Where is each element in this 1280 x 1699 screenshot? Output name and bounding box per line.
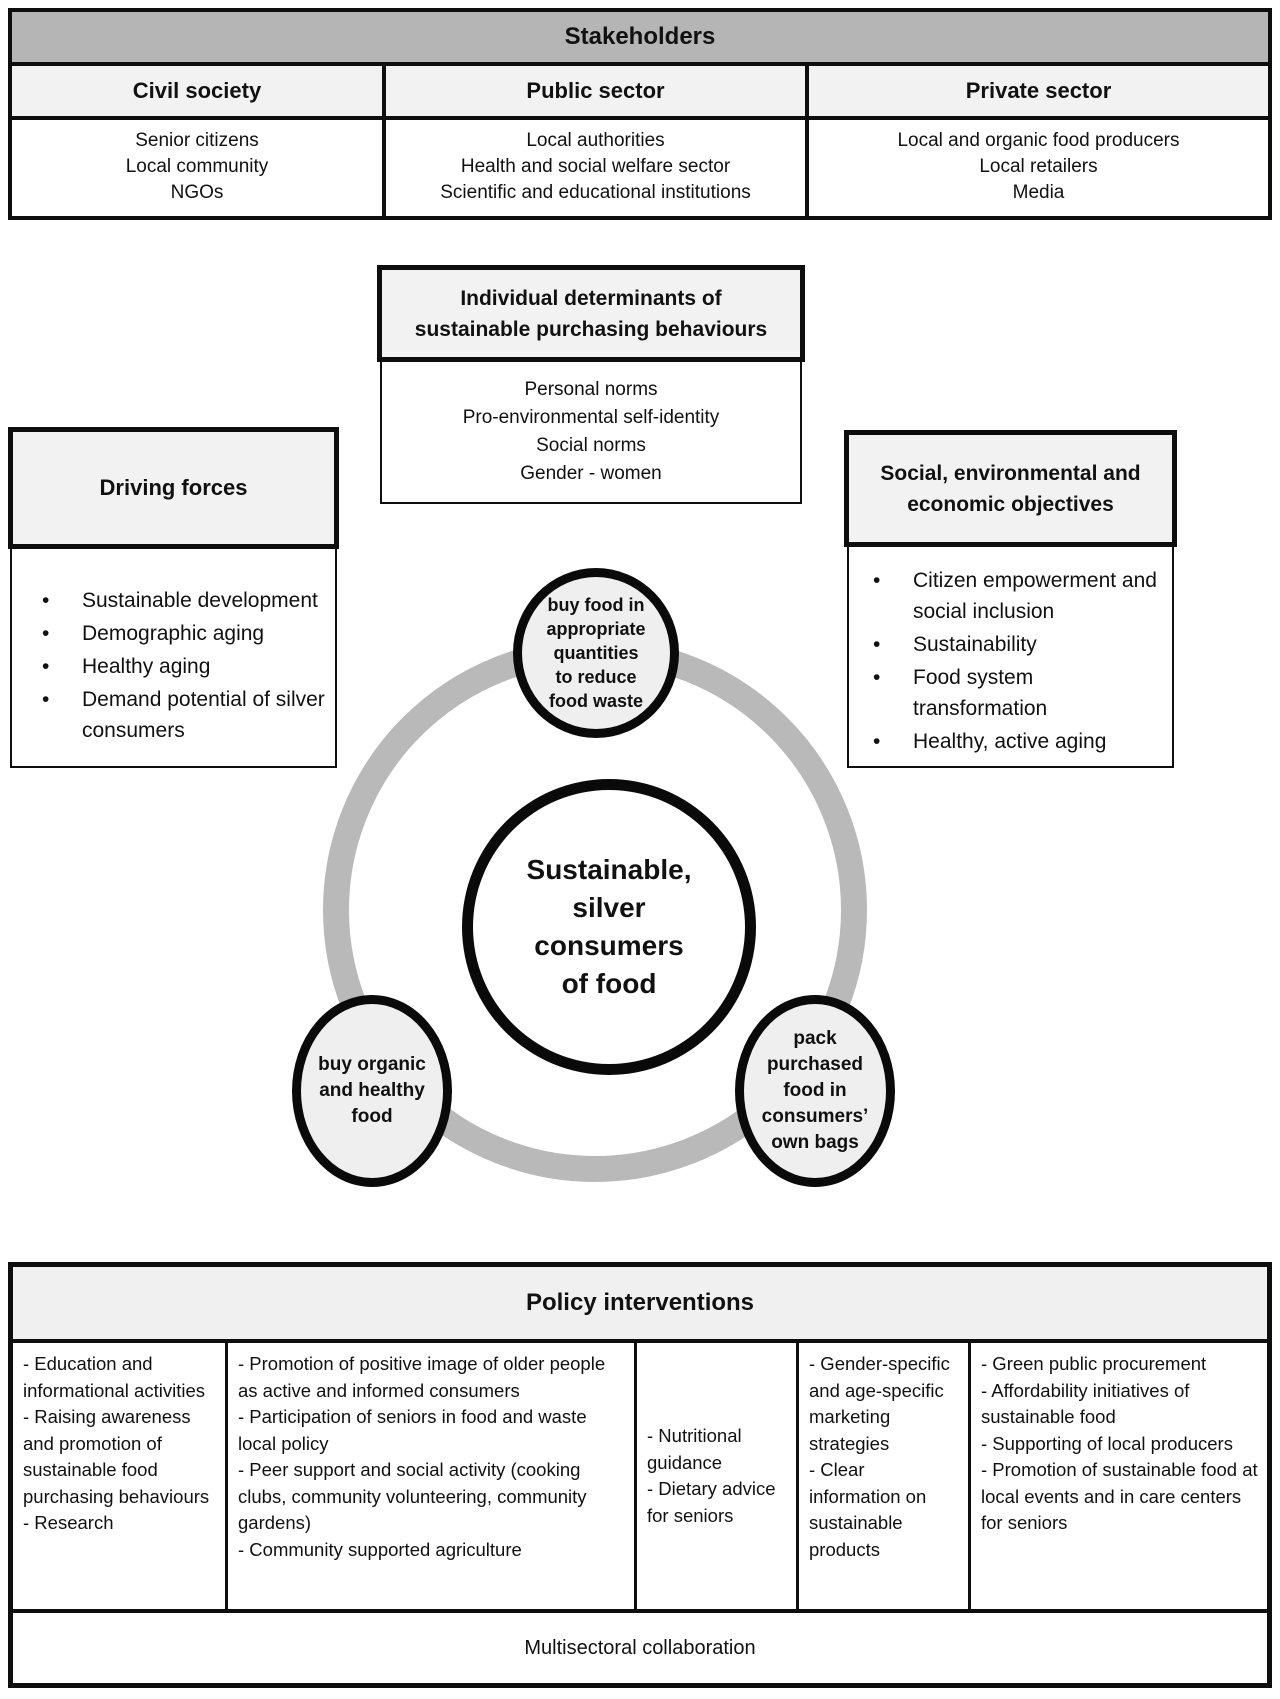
bullet-icon: • — [42, 589, 50, 612]
determinants-title: Individual determinants of sustainable p… — [414, 286, 768, 341]
policy-interventions-table: Policy interventions - Education and inf… — [8, 1262, 1272, 1688]
determinants-list: Personal norms Pro-environmental self-id… — [462, 379, 720, 484]
bullet-icon: • — [42, 622, 50, 645]
behaviour-right-label: pack purchased food in consumers’ own ba… — [761, 1028, 869, 1153]
group-name-public-sector: Public sector — [382, 66, 805, 120]
behaviour-circle-left: buy organic and healthy food — [292, 995, 452, 1187]
objectives-body: •Citizen empowerment and social inclusio… — [847, 545, 1174, 768]
determinants-body: Personal norms Pro-environmental self-id… — [380, 360, 802, 504]
list-item: •Food system transformation — [867, 662, 1168, 724]
list-item: •Sustainable development — [36, 585, 329, 616]
driving-forces-body: •Sustainable development •Demographic ag… — [10, 547, 337, 768]
policy-column-education: - Education and informational activities… — [23, 1353, 210, 1533]
list-item: •Demand potential of silver consumers — [36, 684, 329, 746]
members-public-sector: Local authorities Health and social welf… — [382, 120, 805, 216]
bullet-icon: • — [873, 633, 881, 656]
stakeholders-table: Stakeholders Civil society Public sector… — [8, 8, 1272, 220]
stakeholders-title: Stakeholders — [12, 12, 1268, 66]
center-circle-label: Sustainable, silver consumers of food — [526, 854, 692, 999]
members-private-sector: Local and organic food producers Local r… — [805, 120, 1268, 216]
bullet-icon: • — [873, 569, 881, 592]
behaviour-circle-right: pack purchased food in consumers’ own ba… — [735, 995, 895, 1187]
driving-forces-list: •Sustainable development •Demographic ag… — [36, 585, 329, 746]
driving-forces-header: Driving forces — [8, 427, 339, 549]
policy-columns: - Education and informational activities… — [13, 1343, 1267, 1609]
behaviour-circle-top: buy food in appropriate quantities to re… — [513, 568, 679, 738]
stakeholder-group-members: Senior citizens Local community NGOs Loc… — [12, 120, 1268, 216]
members-civil-society: Senior citizens Local community NGOs — [12, 120, 382, 216]
policy-title: Policy interventions — [13, 1267, 1267, 1343]
behaviour-left-label: buy organic and healthy food — [318, 1054, 426, 1127]
bullet-icon: • — [873, 730, 881, 753]
center-circle: Sustainable, silver consumers of food — [462, 779, 756, 1075]
policy-footer: Multisectoral collaboration — [13, 1609, 1267, 1683]
determinants-header: Individual determinants of sustainable p… — [377, 265, 805, 362]
driving-forces-title: Driving forces — [99, 475, 248, 500]
behaviour-top-label: buy food in appropriate quantities to re… — [546, 595, 646, 711]
bullet-icon: • — [42, 688, 50, 711]
group-name-civil-society: Civil society — [12, 66, 382, 120]
stakeholder-group-names: Civil society Public sector Private sect… — [12, 66, 1268, 120]
list-item: •Demographic aging — [36, 618, 329, 649]
policy-column-marketing: - Gender-specific and age-specific marke… — [796, 1343, 968, 1609]
objectives-list: •Citizen empowerment and social inclusio… — [867, 565, 1168, 757]
list-item: •Healthy aging — [36, 651, 329, 682]
bullet-icon: • — [42, 655, 50, 678]
policy-column-participation: - Promotion of positive image of older p… — [225, 1343, 634, 1609]
list-item: •Sustainability — [867, 629, 1168, 660]
objectives-title: Social, environmental and economic objec… — [880, 461, 1141, 516]
bullet-icon: • — [873, 666, 881, 689]
group-name-private-sector: Private sector — [805, 66, 1268, 120]
policy-column-guidance: - Nutritional guidance - Dietary advice … — [634, 1343, 796, 1609]
list-item: •Citizen empowerment and social inclusio… — [867, 565, 1168, 627]
list-item: •Healthy, active aging — [867, 726, 1168, 757]
objectives-header: Social, environmental and economic objec… — [844, 430, 1177, 547]
policy-column-procurement: - Green public procurement - Affordabili… — [968, 1343, 1267, 1609]
